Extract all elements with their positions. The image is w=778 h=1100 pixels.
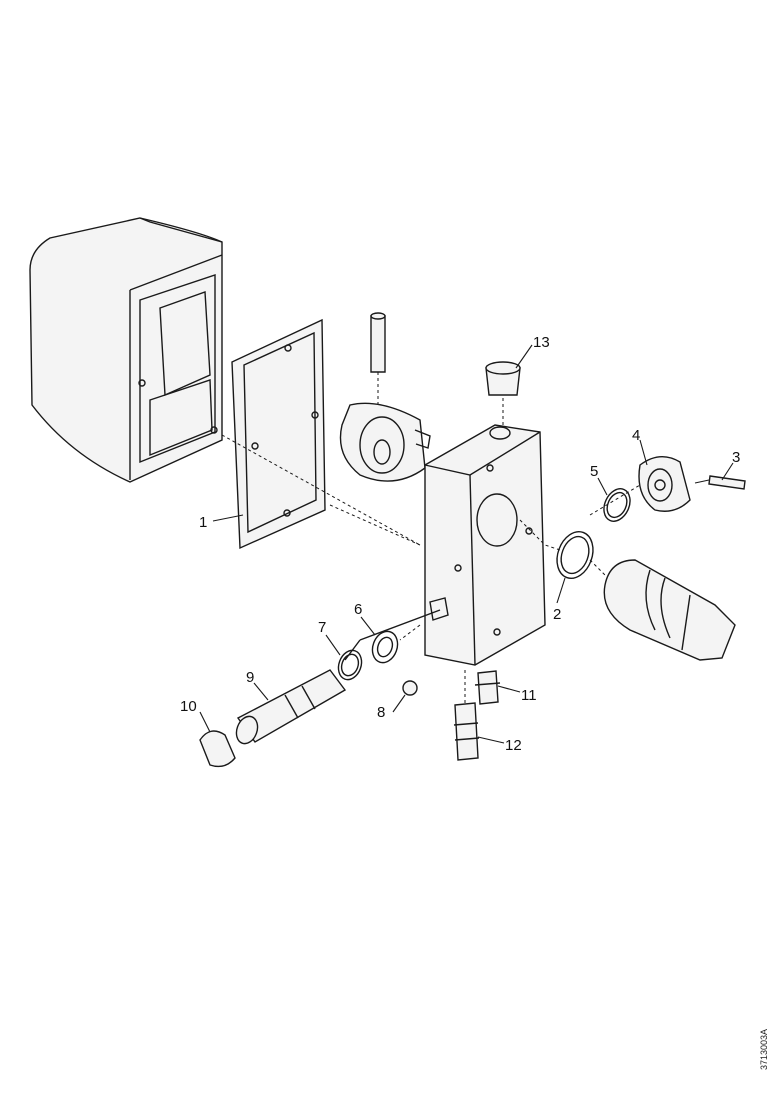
callout-4: 4 — [632, 427, 640, 444]
screw-3 — [694, 475, 746, 490]
callout-7: 7 — [318, 619, 326, 636]
callout-6: 6 — [354, 601, 362, 618]
plug-13 — [485, 361, 521, 425]
o-ring-5 — [603, 488, 631, 522]
pump-body — [424, 424, 546, 666]
washer-6 — [371, 630, 399, 664]
fitting-11 — [474, 670, 501, 705]
callout-2: 2 — [553, 606, 561, 623]
motor-housing — [29, 217, 223, 483]
callout-10: 10 — [180, 698, 197, 715]
coupling — [339, 402, 431, 482]
callout-13: 13 — [533, 334, 550, 351]
document-id: 3713003A — [759, 1029, 769, 1070]
callout-11: 11 — [521, 687, 537, 704]
gasket-frame — [231, 318, 326, 550]
ball-8 — [402, 680, 418, 696]
callout-9: 9 — [246, 669, 254, 686]
callout-3: 3 — [732, 449, 740, 466]
leader-lines — [199, 344, 734, 744]
assembly-axis-lines — [221, 434, 641, 705]
ring-7 — [337, 649, 363, 681]
callout-1: 1 — [199, 514, 207, 531]
shaft-9 — [235, 609, 441, 745]
callout-12: 12 — [505, 737, 522, 754]
cap-10 — [199, 730, 236, 768]
o-ring-2 — [556, 531, 594, 579]
valve-cartridge — [603, 559, 736, 661]
fitting-12 — [453, 702, 480, 761]
shaft-pin — [370, 312, 386, 405]
flange-4 — [638, 456, 691, 512]
callout-8: 8 — [377, 704, 385, 721]
callout-5: 5 — [590, 463, 598, 480]
